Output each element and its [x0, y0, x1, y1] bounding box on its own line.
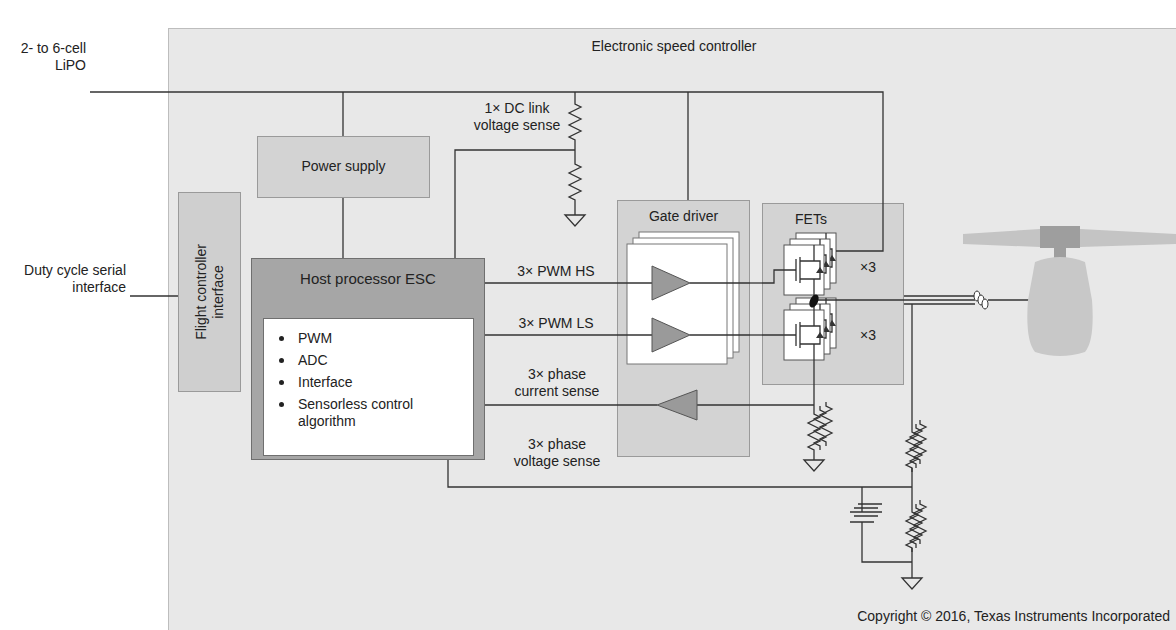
serial-wire	[130, 296, 178, 297]
serial-wire	[130, 295, 178, 296]
fet-wire	[762, 203, 904, 385]
current-sense-wire	[750, 385, 814, 410]
list-item: ADC	[279, 352, 466, 369]
ground-symbol	[565, 215, 585, 226]
ground-symbol	[804, 460, 824, 471]
list-text: ADC	[298, 352, 328, 369]
driver-amplifier	[652, 266, 690, 300]
propeller-illustration	[1054, 248, 1066, 258]
driver-amplifier	[652, 318, 690, 352]
processor-box: Host processor ESC PWM ADC InterfaceSensorl…	[251, 258, 485, 460]
driver-amplifier	[617, 266, 750, 420]
driver-amplifier	[657, 390, 697, 420]
list-item: PWM	[279, 330, 466, 347]
driver-page	[627, 232, 739, 364]
controller-housing: Electronic speed controllerPower supplyF…	[168, 28, 1176, 630]
propeller-illustration	[1080, 229, 1176, 247]
interface-box: Flight controller interface	[178, 192, 241, 392]
box-title: Electronic speed controller	[168, 38, 1176, 55]
bullet-dot	[279, 358, 284, 363]
phase-connector	[988, 299, 1030, 300]
list-text: Interface	[298, 374, 352, 391]
gate-driver-art	[617, 200, 750, 457]
capacitor-symbol	[850, 504, 882, 522]
gate-driver-box: Gate driver	[617, 200, 750, 457]
signal-connector	[750, 282, 762, 283]
phase-wire	[904, 296, 975, 304]
motor-illustration	[1027, 257, 1092, 356]
multiplier-label: ×3	[860, 327, 876, 344]
sense-label: 1× DC link voltage sense	[470, 100, 564, 134]
box-title: Host processor ESC	[251, 270, 485, 287]
box-title: Power supply	[257, 158, 430, 175]
sense-label: 3× phase voltage sense	[505, 436, 609, 470]
signal-connector	[750, 334, 762, 335]
resistor-symbol	[906, 420, 926, 552]
driver-page	[627, 244, 727, 364]
resistor-symbol	[569, 100, 581, 215]
phase-wire	[904, 296, 975, 304]
ground-symbol	[902, 578, 922, 589]
signal-connector	[485, 282, 617, 283]
multiplier-label: ×3	[860, 259, 876, 276]
driver-amplifier	[617, 283, 750, 405]
power-supply-box: Power supply	[257, 136, 430, 198]
list-text: Sensorless control algorithm	[298, 396, 448, 430]
copyright-note: Copyright © 2016, Texas Instruments Inco…	[857, 608, 1170, 625]
signal-label: 3× PWM HS	[497, 263, 615, 280]
motor-illustration	[1027, 257, 1092, 356]
propeller-illustration	[1040, 226, 1080, 248]
propeller-illustration	[963, 229, 1040, 247]
box-title: Flight controller interface	[193, 227, 227, 357]
fet-box: FETs ×3 ×3	[762, 203, 904, 385]
sense-wire	[455, 150, 575, 258]
box-title: FETs	[795, 211, 827, 228]
bullet-dot	[279, 402, 284, 407]
fet-wire	[762, 203, 904, 385]
fet-art	[762, 203, 904, 385]
function-list-box: PWM ADC InterfaceSensorless control algori…	[263, 318, 474, 456]
signal-connector	[485, 334, 617, 335]
signal-label: 3× phase current sense	[505, 366, 609, 400]
bullet-dot	[279, 336, 284, 341]
propeller-illustration	[963, 226, 1176, 258]
bullet-dot	[279, 380, 284, 385]
sense-wire	[455, 150, 575, 258]
mosfet-symbol	[784, 233, 836, 360]
phase-connector	[982, 299, 988, 309]
ground-symbol	[565, 215, 585, 226]
resistor-symbol	[906, 508, 918, 552]
current-sense-wire	[750, 385, 814, 410]
signal-connector	[342, 198, 343, 258]
list-text: PWM	[298, 330, 332, 347]
resistor-symbol	[569, 100, 581, 215]
interface-label: Duty cycle serial interface	[22, 262, 126, 296]
shunt-resistor-symbol	[808, 410, 820, 460]
box-title: Gate driver	[617, 208, 750, 225]
signal-label: 3× PWM LS	[497, 315, 615, 332]
list-item: Interface	[279, 374, 466, 391]
phase-connector	[974, 291, 1030, 309]
ground-symbol	[902, 578, 922, 589]
mosfet-symbol	[784, 245, 824, 295]
supply-label: 2- to 6-cell LiPO	[0, 40, 86, 74]
mosfet-symbol	[784, 310, 824, 360]
ground-symbol	[804, 460, 824, 471]
supply-wire	[90, 92, 883, 203]
list-item: Sensorless control algorithm	[279, 396, 466, 430]
signal-connector	[485, 404, 617, 405]
capacitor-symbol	[850, 504, 882, 522]
supply-wire	[90, 92, 883, 203]
fet-wire	[807, 293, 820, 309]
shunt-resistor-symbol	[808, 402, 832, 460]
resistor-symbol	[906, 428, 918, 472]
